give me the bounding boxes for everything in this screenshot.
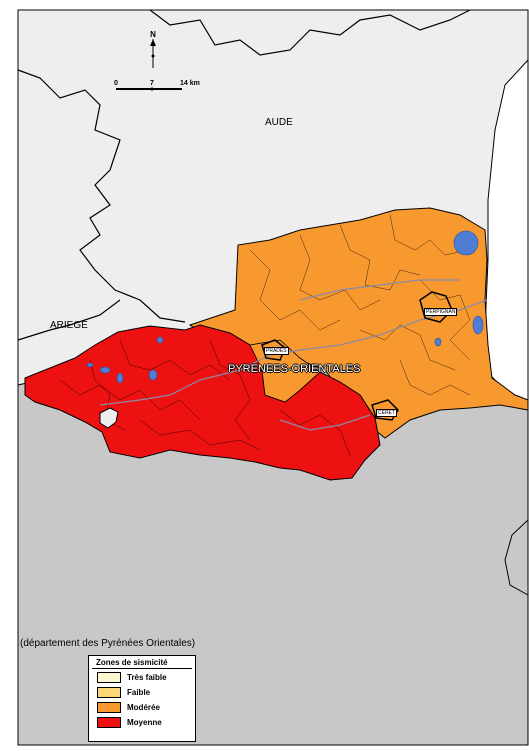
lake-etang-leucate bbox=[453, 230, 479, 256]
aude-coast-border bbox=[17, 299, 121, 341]
aude-ariege-border bbox=[17, 69, 186, 323]
north-label: N bbox=[150, 30, 156, 39]
legend-swatch bbox=[97, 702, 121, 713]
legend-label: Très faible bbox=[127, 673, 167, 682]
lake-matemale bbox=[148, 369, 158, 381]
legend-label: Faible bbox=[127, 688, 151, 697]
region-label-aude: AUDE bbox=[265, 117, 293, 128]
aude-north-border bbox=[149, 9, 471, 56]
lake-small-1 bbox=[86, 362, 94, 368]
scale-tick-0: 0 bbox=[114, 80, 118, 87]
commune-boundaries bbox=[59, 214, 471, 456]
legend-item-moyenne: Moyenne bbox=[97, 716, 195, 729]
region-label-pyrenees-orientales: PYRENEES-ORIENTALES bbox=[228, 363, 361, 375]
lake-lanoux bbox=[99, 366, 111, 374]
legend-title: Zones de sismicité bbox=[92, 656, 192, 669]
lake-small-3 bbox=[434, 337, 442, 347]
scale-tick-14: 14 km bbox=[180, 80, 200, 87]
region-label-ariege: ARIEGE bbox=[50, 320, 88, 331]
legend-label: Modérée bbox=[127, 703, 160, 712]
scale-bar-segment-2 bbox=[152, 88, 182, 90]
map-frame bbox=[17, 9, 529, 746]
lakes bbox=[86, 230, 484, 384]
map-caption: (département des Pyrénées Orientales) bbox=[20, 638, 196, 649]
scale-tick-7: 7 bbox=[150, 80, 154, 87]
lake-small-2 bbox=[156, 336, 164, 344]
north-arrow-head-icon bbox=[150, 39, 156, 46]
zone-medium bbox=[24, 324, 381, 481]
lake-etang-canet bbox=[472, 315, 484, 335]
legend-swatch bbox=[97, 717, 121, 728]
legend-item-faible: Faible bbox=[97, 686, 195, 699]
town-label-perpignan: PERPIGNAN bbox=[424, 308, 458, 316]
town-label-ceret: CERET bbox=[376, 409, 397, 417]
legend: Zones de sismicité Très faible Faible Mo… bbox=[88, 655, 196, 742]
north-arrow-dot bbox=[151, 54, 155, 58]
legend-item-tres-faible: Très faible bbox=[97, 671, 195, 684]
legend-swatch bbox=[97, 672, 121, 683]
andorra-enclave bbox=[99, 407, 119, 429]
zone-moderate-enclave bbox=[249, 339, 321, 403]
legend-label: Moyenne bbox=[127, 718, 162, 727]
scale-bar: N 0 7 14 km bbox=[114, 30, 200, 91]
coastline-east bbox=[504, 519, 529, 596]
legend-item-moderee: Modérée bbox=[97, 701, 195, 714]
legend-swatch bbox=[97, 687, 121, 698]
scale-bar-segment-1 bbox=[116, 88, 152, 90]
lake-bouillouses bbox=[116, 372, 124, 384]
town-label-prades: PRADES bbox=[264, 347, 289, 355]
